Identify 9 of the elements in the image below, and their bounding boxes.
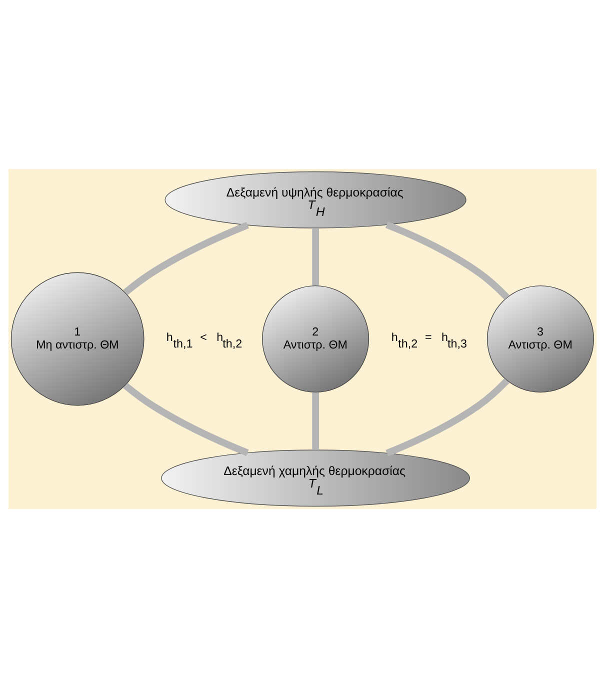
node-circle: 1 Μη αντιστρ. ΘΜ <box>10 272 144 406</box>
connector <box>123 382 249 456</box>
connector <box>312 228 319 286</box>
connector <box>123 222 249 296</box>
node-circle: 3 Αντιστρ. ΘΜ <box>486 285 594 393</box>
connector <box>312 392 319 450</box>
node-circle: 2 Αντιστρ. ΘΜ <box>262 285 370 393</box>
connector <box>386 378 510 456</box>
connector <box>385 222 510 300</box>
